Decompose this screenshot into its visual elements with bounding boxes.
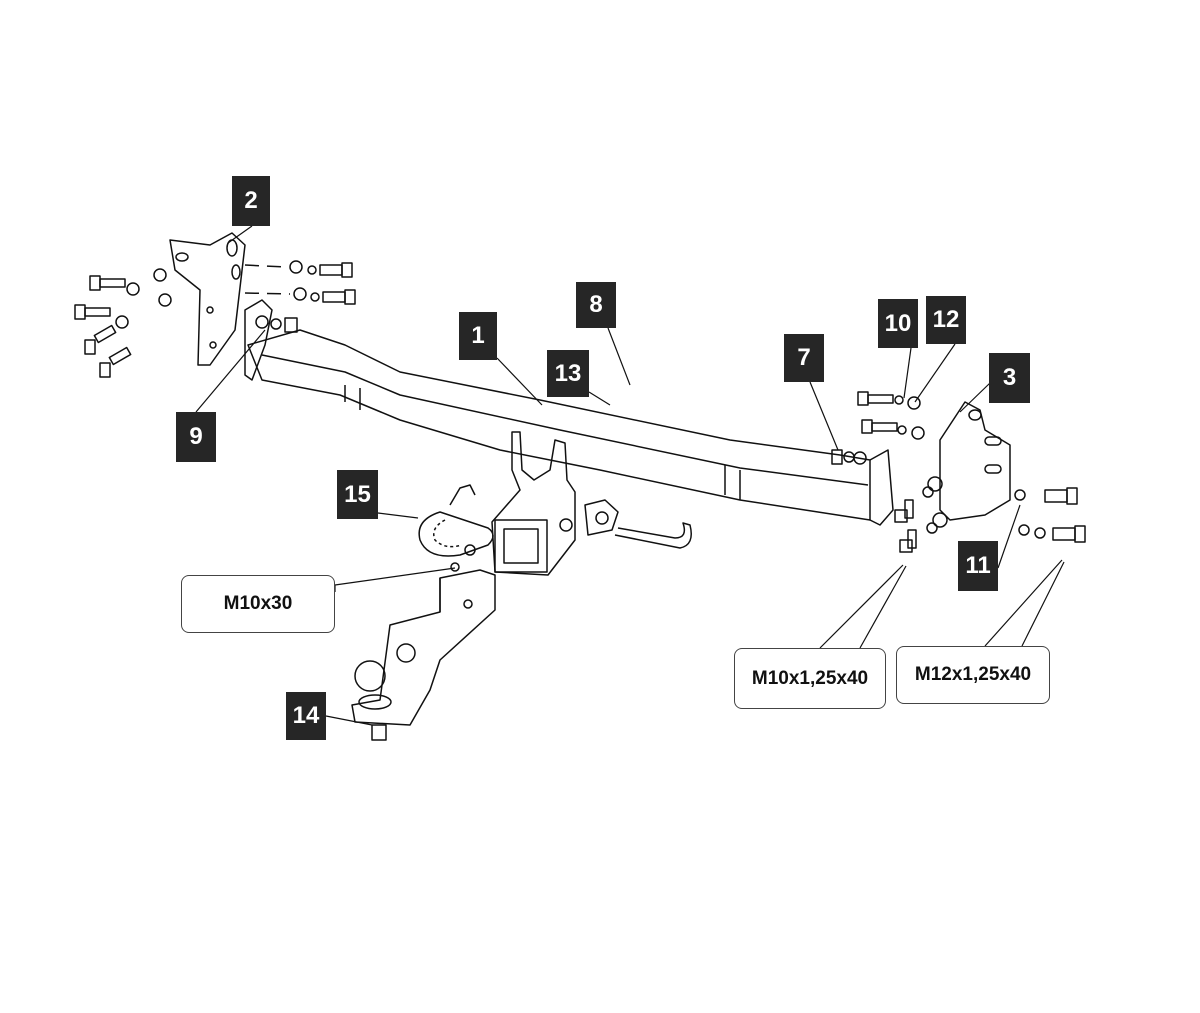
part-label-1: 1 xyxy=(459,312,497,360)
part-label-15: 15 xyxy=(337,470,378,519)
part-label-7: 7 xyxy=(784,334,824,382)
receiver-hitch xyxy=(491,431,692,576)
socket-plate-part-15 xyxy=(418,484,494,572)
ball-mount-part-14 xyxy=(351,569,496,741)
part-label-11: 11 xyxy=(958,541,998,591)
crossbar-part-1 xyxy=(247,329,894,526)
leader-lines xyxy=(195,225,1065,726)
part-label-13: 13 xyxy=(547,350,589,397)
part-label-10: 10 xyxy=(878,299,918,348)
part-label-14: 14 xyxy=(286,692,326,740)
bracket-part-2 xyxy=(169,232,246,366)
bracket-part-3 xyxy=(939,401,1011,521)
part-label-8: 8 xyxy=(576,282,616,328)
part-label-2: 2 xyxy=(232,176,270,226)
right-fasteners xyxy=(831,391,1086,553)
callout-m10x30: M10x30 xyxy=(181,575,335,633)
plate-part-9 xyxy=(244,299,273,381)
part-label-12: 12 xyxy=(926,296,966,344)
part-label-9: 9 xyxy=(176,412,216,462)
callout-m10x125x40: M10x1,25x40 xyxy=(734,648,886,709)
callout-m12x125x40: M12x1,25x40 xyxy=(896,646,1050,704)
part-label-3: 3 xyxy=(989,353,1030,403)
left-fasteners xyxy=(74,260,356,378)
